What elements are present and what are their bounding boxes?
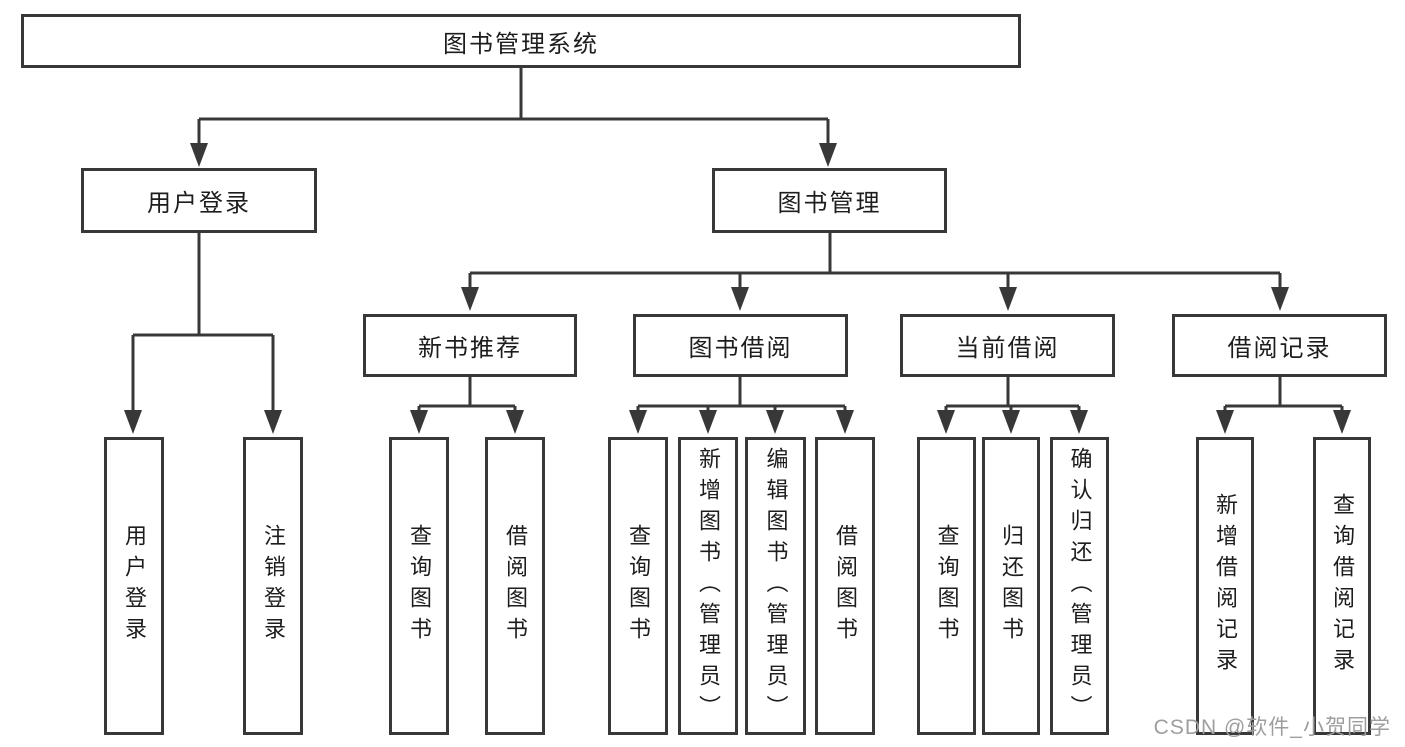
leaf-confirm-return-admin: 确认归还（管理员） [1050, 437, 1109, 735]
node-current-borrow: 当前借阅 [900, 314, 1115, 377]
node-borrow-records: 借阅记录 [1172, 314, 1387, 377]
arrowhead [937, 410, 955, 434]
leaf-borrow-books-recommend: 借阅图书 [485, 437, 545, 735]
connector-new-book-recommend-children [417, 377, 517, 415]
leaf-borrow-books: 借阅图书 [815, 437, 875, 735]
leaf-query-books-current-label: 查询图书 [934, 524, 960, 648]
arrowhead [1216, 410, 1234, 434]
connector-current-borrow-children [944, 377, 1081, 415]
arrowhead [699, 410, 717, 434]
node-new-book-recommend: 新书推荐 [363, 314, 577, 377]
node-user-login: 用户登录 [81, 168, 317, 233]
node-book-management: 图书管理 [712, 168, 947, 233]
connector-user-login-children [131, 233, 275, 415]
node-borrow-records-label: 借阅记录 [1227, 335, 1332, 362]
arrowhead [461, 287, 479, 311]
leaf-query-books-recommend-label: 查询图书 [407, 524, 432, 648]
leaf-return-books: 归还图书 [982, 437, 1040, 735]
arrowhead [1070, 410, 1088, 434]
leaf-logout: 注销登录 [243, 437, 303, 735]
leaf-user-login-label: 用户登录 [122, 524, 147, 648]
node-user-login-label: 用户登录 [147, 190, 251, 217]
arrowheads [124, 143, 1351, 434]
node-book-borrow-label: 图书借阅 [688, 335, 793, 362]
leaf-user-login: 用户登录 [104, 437, 164, 735]
leaf-add-book-admin: 新增图书（管理员） [678, 437, 738, 735]
leaf-query-borrow-record: 查询借阅记录 [1313, 437, 1371, 735]
arrowhead [629, 410, 647, 434]
connector-borrow-records-children [1223, 377, 1344, 415]
arrowhead [190, 143, 208, 167]
arrowhead [124, 410, 142, 434]
arrowhead [819, 143, 837, 167]
arrowhead [506, 410, 524, 434]
arrowhead [999, 287, 1017, 311]
node-root: 图书管理系统 [21, 14, 1021, 68]
connector-root-to-level2 [197, 68, 830, 148]
leaf-confirm-return-admin-label: 确认归还（管理员） [1067, 446, 1093, 726]
leaf-borrow-books-recommend-label: 借阅图书 [503, 524, 528, 648]
node-book-borrow: 图书借阅 [633, 314, 848, 377]
node-new-book-recommend-label: 新书推荐 [418, 335, 522, 362]
arrowhead [1333, 410, 1351, 434]
leaf-query-borrow-record-label: 查询借阅记录 [1330, 493, 1355, 679]
arrowhead [410, 410, 428, 434]
leaf-add-borrow-record-label: 新增借阅记录 [1213, 493, 1238, 679]
leaf-add-borrow-record: 新增借阅记录 [1196, 437, 1254, 735]
leaf-query-books-current: 查询图书 [917, 437, 976, 735]
leaf-logout-label: 注销登录 [261, 524, 286, 648]
leaf-return-books-label: 归还图书 [999, 524, 1024, 648]
connector-paths [131, 68, 1344, 415]
node-current-borrow-label: 当前借阅 [955, 335, 1060, 362]
leaf-query-books-borrow: 查询图书 [608, 437, 668, 735]
leaf-edit-book-admin: 编辑图书（管理员） [745, 437, 806, 735]
arrowhead [766, 410, 784, 434]
node-book-management-label: 图书管理 [777, 190, 882, 217]
connector-book-management-to-level3 [468, 233, 1282, 292]
arrowhead [1271, 287, 1289, 311]
leaf-borrow-books-label: 借阅图书 [833, 524, 858, 648]
leaf-add-book-admin-label: 新增图书（管理员） [696, 446, 721, 726]
arrowhead [731, 287, 749, 311]
leaf-query-books-recommend: 查询图书 [389, 437, 449, 735]
node-root-label: 图书管理系统 [443, 30, 599, 58]
leaf-query-books-borrow-label: 查询图书 [626, 524, 651, 648]
leaf-edit-book-admin-label: 编辑图书（管理员） [763, 446, 789, 726]
watermark: CSDN @软件_小贺同学 [1153, 716, 1391, 739]
arrowhead [1002, 410, 1020, 434]
connector-book-borrow-children [636, 377, 847, 415]
arrowhead [836, 410, 854, 434]
arrowhead [264, 410, 282, 434]
